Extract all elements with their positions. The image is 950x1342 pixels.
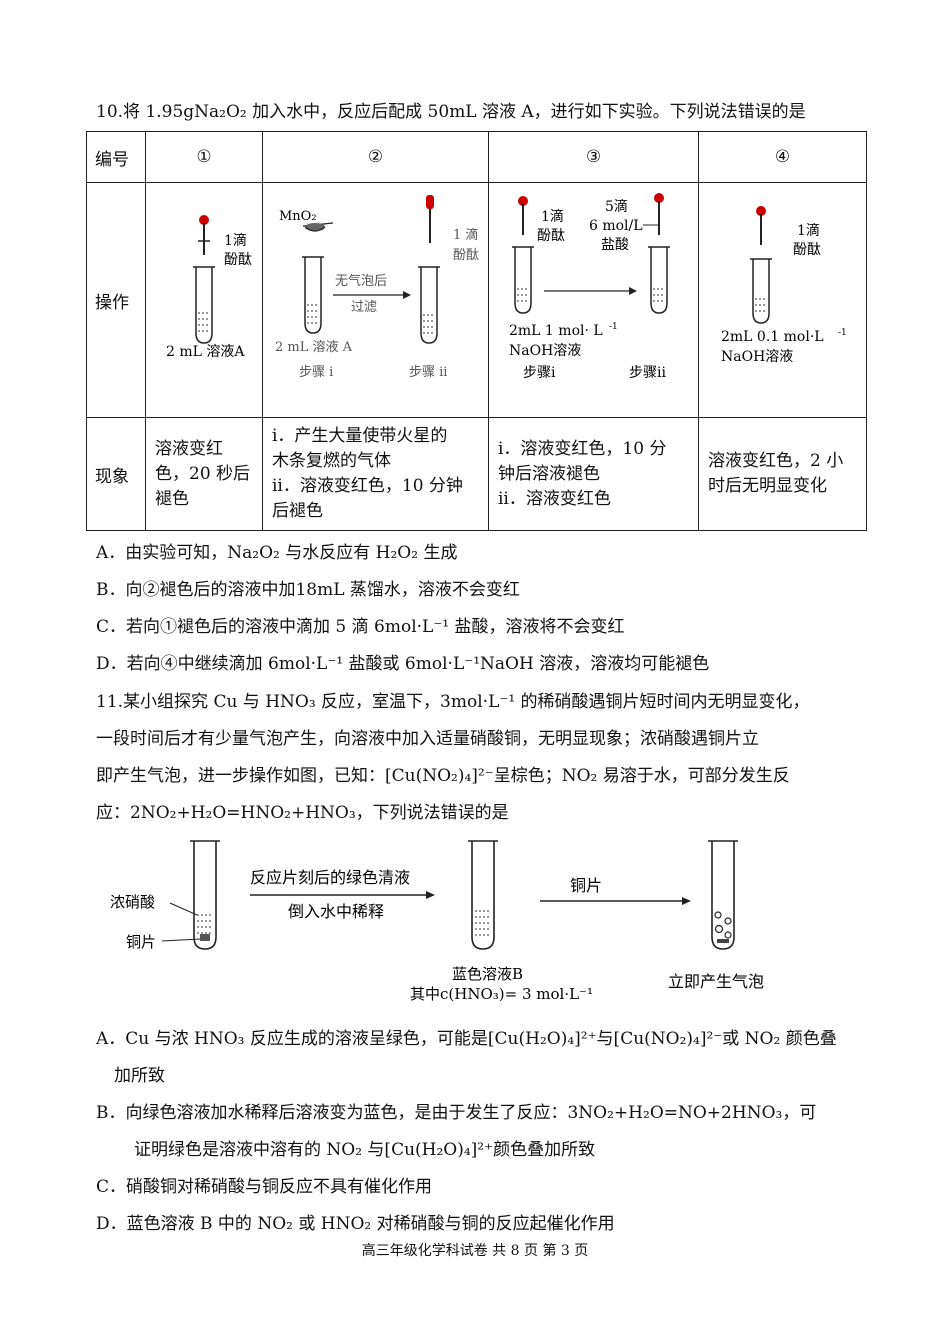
q10-option-d: D．若向④中继续滴加 6mol·L⁻¹ 盐酸或 6mol·L⁻¹NaOH 溶液，…: [96, 654, 710, 674]
drop-label-4: 1滴: [797, 222, 820, 239]
experiment-table: 编号 ① ② ③ ④ 操作 1滴 酚酞 2 mL 溶液A: [86, 131, 867, 531]
drop-label-1: 1滴: [224, 232, 247, 249]
table-header-row: 编号 ① ② ③ ④: [86, 131, 867, 183]
operation-fig-1: 1滴 酚酞 2 mL 溶液A: [145, 182, 263, 418]
tube-label-4a: 2mL 0.1 mol·L: [721, 329, 824, 345]
phenomenon-row: 现象 溶液变红 色，20 秒后 褪色 i．产生大量使带火星的 木条复燃的气体 i…: [86, 417, 867, 531]
page-footer: 高三年级化学科试卷 共 8 页 第 3 页: [361, 1243, 589, 1259]
q11-option-b-line-2: 证明绿色是溶液中溶有的 NO₂ 与[Cu(H₂O)₄]²⁺颜色叠加所致: [134, 1140, 596, 1160]
tube-label-3b: NaOH溶液: [509, 343, 581, 359]
test-tube-figure-4: 1滴 酚酞 2mL 0.1 mol·L -1 NaOH溶液: [721, 206, 847, 365]
test-tube-figure-1: 1滴 酚酞 2 mL 溶液A: [166, 215, 252, 360]
operation-fig-4: 1滴 酚酞 2mL 0.1 mol·L -1 NaOH溶液: [698, 182, 867, 418]
mno2-label: MnO₂: [279, 209, 317, 224]
q10-option-a: A．由实验可知，Na₂O₂ 与水反应有 H₂O₂ 生成: [96, 543, 458, 563]
indicator-label-1: 酚酞: [224, 252, 252, 268]
tube-sup-3: -1: [609, 322, 618, 332]
q10-stem: 10.将 1.95gNa₂O₂ 加入水中，反应后配成 50mL 溶液 A，进行如…: [96, 102, 806, 122]
tube-label-2: 2 mL 溶液 A: [275, 340, 353, 355]
header-id: 编号: [86, 131, 146, 183]
tube-label-3a: 2mL 1 mol· L: [509, 323, 603, 339]
conc-note-label: 其中c(HNO₃)= 3 mol·L⁻¹: [410, 985, 593, 1003]
q10-option-c: C．若向①褪色后的溶液中滴加 5 滴 6mol·L⁻¹ 盐酸，溶液将不会变红: [96, 617, 625, 637]
phenomenon-label: 现象: [86, 417, 146, 531]
q11-stem-line-3: 即产生气泡，进一步操作如图，已知：[Cu(NO₂)₄]²⁻呈棕色；NO₂ 易溶于…: [96, 766, 790, 786]
phenomenon-1: 溶液变红 色，20 秒后 褪色: [145, 417, 263, 531]
q11-stem-line-4: 应：2NO₂+H₂O=HNO₂+HNO₃，下列说法错误的是: [96, 803, 509, 823]
q11-figure: 浓硝酸 铜片 反应片刻后的绿色清液 倒入水中稀释 蓝色溶液B 其中c(HNO₃)…: [110, 840, 764, 1003]
copper-label: 铜片: [126, 933, 156, 951]
q11-option-a-line-1: A．Cu 与浓 HNO₃ 反应生成的溶液呈绿色，可能是[Cu(H₂O)₄]²⁺与…: [96, 1029, 837, 1049]
q11-option-d: D．蓝色溶液 B 中的 NO₂ 或 HNO₂ 对稀硝酸与铜的反应起催化作用: [96, 1214, 615, 1234]
header-exp-4: ④: [698, 131, 867, 183]
indicator-label-3: 酚酞: [537, 228, 565, 244]
arrow1-bottom-label: 倒入水中稀释: [288, 902, 384, 921]
step-i-label-2: 步骤 i: [299, 365, 333, 380]
operation-fig-3: 1滴 酚酞 5滴 6 mol/L 盐酸 2mL 1 mol: [488, 182, 699, 418]
test-tube-figure-3: 1滴 酚酞 5滴 6 mol/L 盐酸 2mL 1 mol: [509, 193, 670, 381]
operation-label: 操作: [86, 182, 146, 418]
step-ii-label-2: 步骤 ii: [409, 365, 447, 380]
arrow-top-label-2: 无气泡后: [335, 273, 387, 289]
tube-label-4b: NaOH溶液: [721, 349, 793, 365]
conc-acid-label: 浓硝酸: [110, 893, 155, 911]
q11-option-c: C．硝酸铜对稀硝酸与铜反应不具有催化作用: [96, 1177, 433, 1197]
arrow-bottom-label-2: 过滤: [351, 300, 377, 315]
tube-label-1: 2 mL 溶液A: [166, 344, 245, 360]
header-exp-1: ①: [145, 131, 263, 183]
conc-label-3: 6 mol/L: [589, 218, 643, 234]
drop-label-2: 1 滴: [453, 227, 478, 243]
header-exp-3: ③: [488, 131, 699, 183]
step-ii-label-3: 步骤ii: [629, 365, 666, 381]
phenomenon-3: i．溶液变红色，10 分 钟后溶液褪色 ii．溶液变红色: [488, 417, 699, 531]
arrow2-top-label: 铜片: [570, 876, 602, 895]
operation-fig-2: MnO₂ 无气泡后 过滤 1 滴: [262, 182, 489, 418]
tube-sup-4: -1: [838, 328, 847, 338]
phenomenon-2: i．产生大量使带火星的 木条复燃的气体 ii．溶液变红色，10 分钟 后褪色: [262, 417, 489, 531]
step-i-label-3: 步骤i: [523, 365, 556, 381]
indicator-label-2: 酚酞: [453, 248, 479, 263]
arrow1-top-label: 反应片刻后的绿色清液: [250, 868, 410, 887]
operation-row: 操作 1滴 酚酞 2 mL 溶液A MnO: [86, 182, 867, 418]
header-exp-2: ②: [262, 131, 489, 183]
q11-option-b-line-1: B．向绿色溶液加水稀释后溶液变为蓝色，是由于发生了反应：3NO₂+H₂O=NO+…: [96, 1103, 817, 1123]
q11-stem-line-2: 一段时间后才有少量气泡产生，向溶液中加入适量硝酸铜，无明显现象；浓硝酸遇铜片立: [96, 729, 759, 749]
bubbles-label: 立即产生气泡: [668, 972, 764, 991]
drop-label-3a: 1滴: [541, 208, 564, 225]
indicator-label-4: 酚酞: [793, 242, 821, 258]
q10-option-b: B．向②褪色后的溶液中加18mL 蒸馏水，溶液不会变红: [96, 580, 520, 600]
solution-b-label: 蓝色溶液B: [452, 965, 523, 983]
q11-option-a-line-2: 加所致: [114, 1066, 165, 1086]
test-tube-figure-2: MnO₂ 无气泡后 过滤 1 滴: [275, 195, 479, 380]
q11-stem-line-1: 11.某小组探究 Cu 与 HNO₃ 反应，室温下，3mol·L⁻¹ 的稀硝酸遇…: [96, 692, 810, 712]
acid-label-3: 盐酸: [601, 237, 629, 253]
phenomenon-4: 溶液变红色，2 小 时后无明显变化: [698, 417, 867, 531]
drop-label-3b: 5滴: [605, 198, 628, 215]
